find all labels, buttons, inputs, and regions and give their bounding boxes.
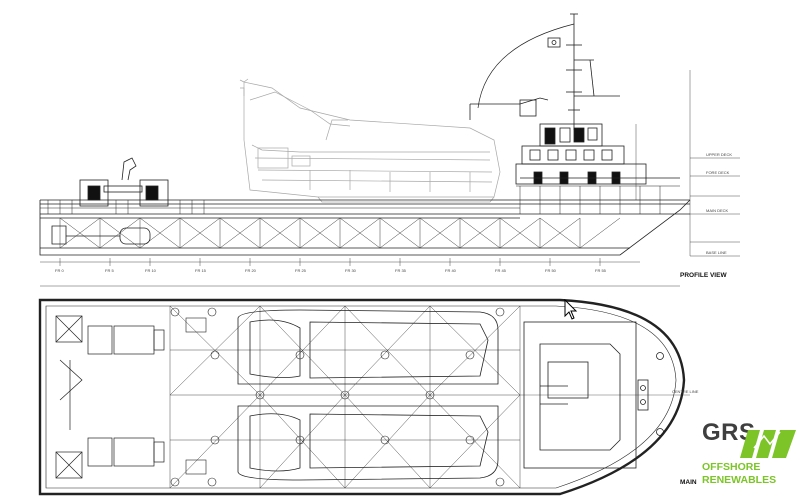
wheelhouse (515, 123, 680, 185)
main-deck-title: MAIN D (680, 479, 703, 486)
frame-label: FR 40 (445, 268, 457, 273)
logo-emblem (740, 430, 796, 458)
frame-label: FR 55 (595, 268, 607, 273)
profile-view-title: PROFILE VIEW (680, 272, 727, 279)
logo-tagline-1: OFFSHORE (702, 461, 760, 473)
frame-label: FR 45 (495, 268, 507, 273)
frame-labels: FR 0 FR 5 FR 10 FR 15 FR 20 FR 25 FR 30 … (55, 152, 732, 273)
centre-line-label: CENTRE LINE (672, 389, 699, 394)
frame-label: FR 20 (245, 268, 257, 273)
frame-label: FR 25 (295, 268, 307, 273)
frame-label: FR 5 (105, 268, 114, 273)
crane (469, 97, 549, 120)
frame-label: FR 15 (195, 268, 207, 273)
baseline-label: BASE LINE (706, 250, 727, 255)
frame-label: FR 30 (345, 268, 357, 273)
logo-tagline-2: RENEWABLES (702, 474, 776, 486)
mast (477, 13, 620, 130)
frame-label: FR 10 (145, 268, 157, 273)
mouse-pointer-icon (564, 299, 578, 320)
hull (39, 185, 691, 256)
profile-view (39, 13, 740, 287)
aft-deckhouses (79, 157, 169, 207)
deck-plan (38, 298, 690, 496)
frame-label: FR 0 (55, 268, 64, 273)
deck-outline (38, 298, 686, 496)
level-label: FORE DECK (706, 170, 730, 175)
frame-label: FR 50 (545, 268, 557, 273)
level-label: UPPER DECK (706, 152, 732, 157)
deck-cargo-vessel-outline (239, 78, 501, 203)
frame-label: FR 35 (395, 268, 407, 273)
level-label: MAIN DECK (706, 208, 729, 213)
grs-logo: GRS OFFSHORE RENEWABLES (698, 410, 800, 496)
frame-ticks (40, 70, 740, 287)
